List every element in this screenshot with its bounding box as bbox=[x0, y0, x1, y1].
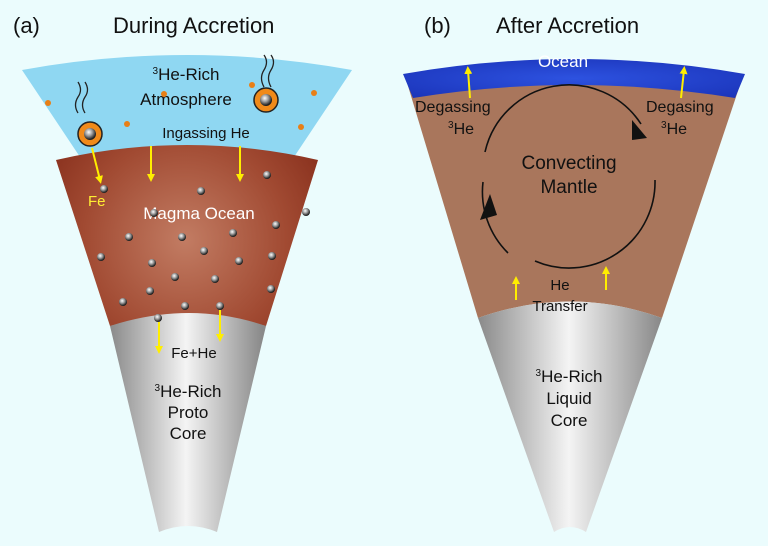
proto-core-label-line3: Core bbox=[170, 424, 207, 443]
liquid-core-label-line2: Liquid bbox=[546, 389, 591, 408]
metal-droplet bbox=[229, 229, 237, 237]
impactor-left bbox=[74, 81, 103, 147]
metal-droplet bbox=[211, 275, 219, 283]
proto-core-label-line2: Proto bbox=[168, 403, 209, 422]
degassing-left-label: Degassing bbox=[415, 99, 491, 116]
atmosphere-particle bbox=[249, 82, 255, 88]
atmosphere-particle bbox=[298, 124, 304, 130]
convecting-mantle-layer bbox=[405, 61, 743, 318]
convecting-mantle-label-line2: Mantle bbox=[540, 177, 597, 198]
panel-a-title: During Accretion bbox=[113, 13, 274, 38]
magma-ocean-label: Magma Ocean bbox=[143, 204, 255, 223]
metal-droplet bbox=[125, 233, 133, 241]
metal-droplet bbox=[178, 233, 186, 241]
atmosphere-label-line2: Atmosphere bbox=[140, 90, 232, 109]
ingassing-label: Ingassing He bbox=[162, 125, 250, 142]
metal-droplet bbox=[97, 253, 105, 261]
proto-core-label-line1: 3He-Rich bbox=[155, 382, 222, 401]
atmosphere-particle bbox=[124, 121, 130, 127]
panel-b-title: After Accretion bbox=[496, 13, 639, 38]
metal-droplet bbox=[200, 247, 208, 255]
convecting-mantle-label-line1: Convecting bbox=[521, 153, 616, 174]
metal-droplet bbox=[263, 171, 271, 179]
convection-cycle-arrows bbox=[480, 84, 656, 269]
metal-droplet bbox=[119, 298, 127, 306]
magma-ocean-layer bbox=[56, 145, 318, 326]
metal-droplet bbox=[171, 273, 179, 281]
atmosphere-particle bbox=[45, 100, 51, 106]
panel-a-letter: (a) bbox=[13, 13, 40, 38]
atmosphere-particle bbox=[311, 90, 317, 96]
convection-arrowhead bbox=[632, 120, 647, 140]
panel-b: (b) After Accretion Ocean Degassing 3He … bbox=[403, 13, 745, 532]
fe-sinking-arrow bbox=[91, 147, 103, 184]
metal-droplet bbox=[216, 302, 224, 310]
proto-core bbox=[110, 313, 266, 532]
he-left-label: 3He bbox=[448, 120, 474, 138]
metal-droplet bbox=[100, 185, 108, 193]
liquid-core bbox=[478, 301, 662, 532]
atmosphere-layer bbox=[22, 55, 352, 160]
panel-a: (a) During Accretion 3He-Rich Atmosphere… bbox=[13, 13, 352, 532]
impactor-right bbox=[253, 54, 279, 113]
degassing-right-label: Degasing bbox=[646, 99, 714, 116]
atmosphere-particle bbox=[161, 91, 167, 97]
metal-droplet bbox=[154, 314, 162, 322]
fe-he-label: Fe+He bbox=[171, 345, 216, 362]
panel-b-letter: (b) bbox=[424, 13, 451, 38]
metal-droplets bbox=[97, 171, 310, 322]
metal-droplet bbox=[235, 257, 243, 265]
ocean-label: Ocean bbox=[538, 52, 588, 71]
metal-droplet bbox=[302, 208, 310, 216]
degassing-arrow-left bbox=[464, 66, 473, 99]
metal-droplet bbox=[197, 187, 205, 195]
fe-label: Fe bbox=[88, 193, 106, 210]
he-right-label: 3He bbox=[661, 120, 687, 138]
metal-droplet bbox=[181, 302, 189, 310]
ocean-layer bbox=[403, 59, 745, 98]
metal-droplet bbox=[272, 221, 280, 229]
liquid-core-label-line1: 3He-Rich bbox=[536, 367, 603, 386]
metal-droplet bbox=[148, 259, 156, 267]
he-transfer-label-line2: Transfer bbox=[532, 298, 587, 315]
metal-droplet bbox=[150, 209, 158, 217]
liquid-core-label-line3: Core bbox=[551, 411, 588, 430]
metal-droplet bbox=[267, 285, 275, 293]
metal-droplet bbox=[146, 287, 154, 295]
atmosphere-label-line1: 3He-Rich bbox=[153, 65, 220, 84]
convection-arrowhead bbox=[480, 194, 497, 220]
degassing-arrow-right bbox=[679, 66, 688, 99]
he-transfer-label-line1: He bbox=[550, 277, 569, 294]
metal-droplet bbox=[268, 252, 276, 260]
